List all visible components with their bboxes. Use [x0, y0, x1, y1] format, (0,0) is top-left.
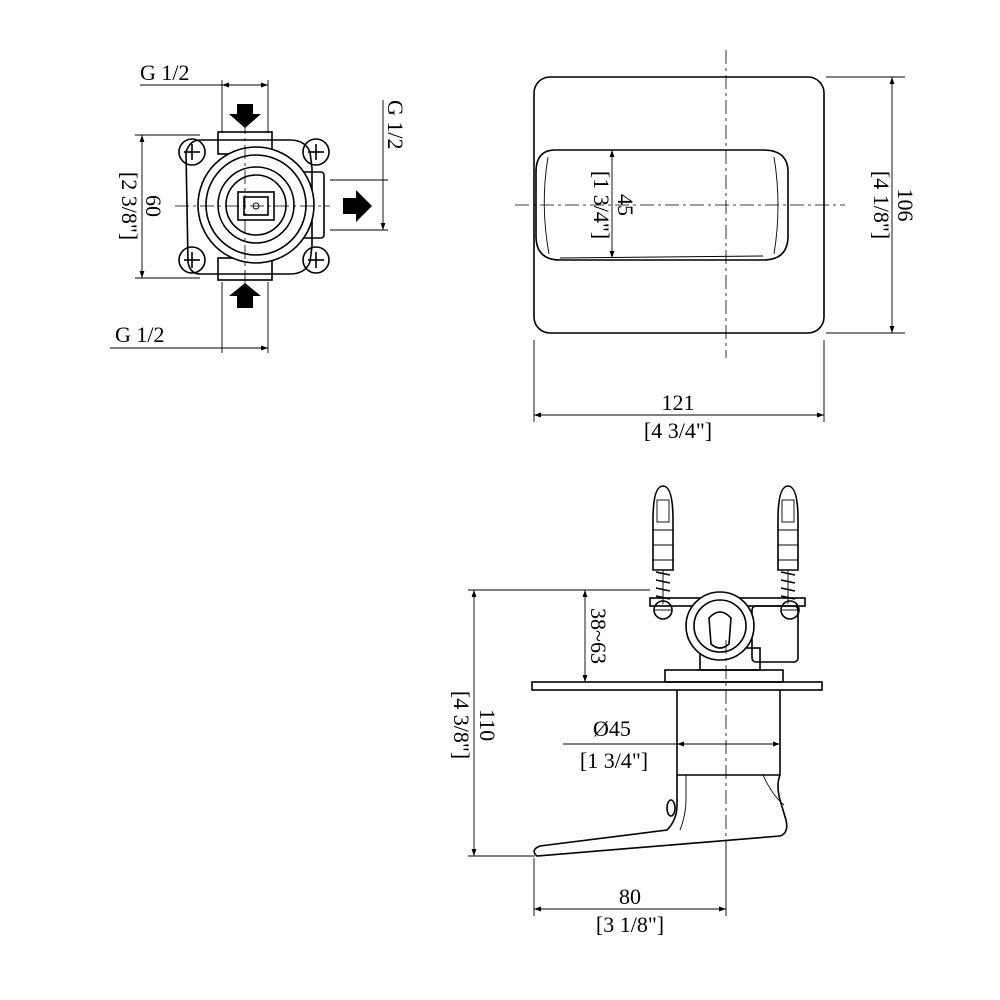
total-height-mm: 110 — [475, 709, 500, 741]
flow-in-top-arrow-icon — [229, 104, 261, 128]
handle-height-in: [1 3/4"] — [589, 171, 614, 239]
lever-length-mm: 80 — [619, 884, 641, 909]
outlet-side-label: G 1/2 — [383, 100, 408, 150]
diameter-in: [1 3/4"] — [580, 748, 648, 773]
total-height-in: [4 3/8"] — [449, 691, 474, 759]
valve-height-mm: 60 — [141, 195, 166, 217]
handle-height-mm: 45 — [613, 194, 638, 216]
wall-plug-left-icon — [652, 485, 674, 604]
valve-top-view: G 1/2 G 1/2 G 1/2 60 [2 3/8"] — [110, 60, 408, 353]
plate-height-in: [4 1/8"] — [869, 171, 894, 239]
plate-width-in: [4 3/4"] — [644, 418, 712, 443]
plate-width-mm: 121 — [662, 390, 695, 415]
screw-top-right-icon — [302, 138, 330, 166]
diameter-mm: Ø45 — [593, 716, 631, 741]
plate-front-view: 45 [1 3/4"] 106 [4 1/8"] 121 [4 3/4"] — [515, 50, 918, 443]
wall-plug-right-icon — [777, 485, 799, 604]
depth-range-label: 38~63 — [586, 608, 611, 664]
plate-height-mm: 106 — [893, 189, 918, 222]
side-view: 38~63 110 [4 3/8"] Ø45 [1 3/4"] 80 [3 1/… — [449, 485, 823, 937]
valve-height-in: [2 3/8"] — [117, 172, 142, 240]
flow-out-side-arrow-icon — [343, 190, 372, 222]
flow-in-bottom-arrow-icon — [229, 283, 261, 308]
screw-bottom-left-icon — [178, 246, 206, 274]
screw-top-left-icon — [178, 138, 206, 166]
screw-bottom-right-icon — [302, 246, 330, 274]
inlet-top-label: G 1/2 — [140, 60, 190, 85]
inlet-bottom-label: G 1/2 — [115, 322, 165, 347]
lever-length-in: [3 1/8"] — [596, 912, 664, 937]
